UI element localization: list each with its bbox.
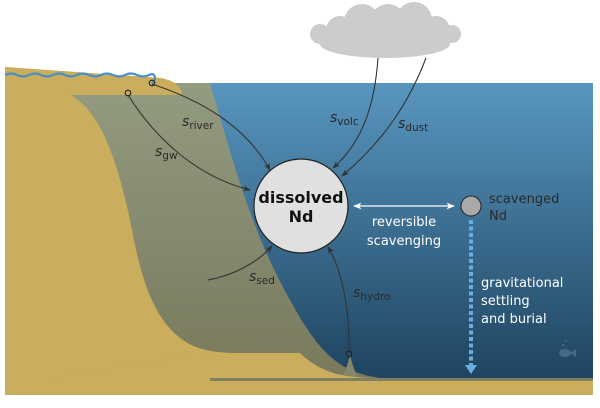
sink-label-line1: gravitational bbox=[481, 276, 563, 291]
sink-label-line2: settling bbox=[481, 294, 530, 309]
hydrothermal-source-point bbox=[345, 350, 353, 358]
groundwater-flux-arrow bbox=[127, 94, 251, 192]
groundwater-source-point bbox=[124, 89, 132, 97]
sediment-flux-label: ssed bbox=[249, 269, 275, 287]
volcanic-flux-label: svolc bbox=[330, 110, 359, 128]
river-flux-label: sriver bbox=[182, 114, 214, 132]
hydrothermal-flux-arrow bbox=[327, 246, 350, 354]
hydrothermal-flux-label: shydro bbox=[353, 285, 390, 303]
settling-arrowhead bbox=[465, 365, 477, 374]
scavenged-nd-label-line1: scavenged bbox=[489, 192, 559, 207]
scavenged-nd-label-line2: Nd bbox=[489, 209, 507, 224]
seafloor-edge bbox=[210, 378, 593, 381]
sediment-flux-arrow bbox=[207, 245, 273, 281]
seafloor bbox=[5, 378, 593, 395]
exchange-label-line2: scavenging bbox=[367, 234, 441, 249]
dissolved-nd-pool bbox=[253, 158, 349, 254]
scavenged-nd-particle bbox=[460, 195, 482, 217]
continent-slope bbox=[5, 95, 215, 385]
hydrothermal-vent bbox=[338, 355, 362, 380]
dust-flux-label: sdust bbox=[398, 116, 428, 134]
cloud-icon bbox=[310, 2, 461, 58]
volcanic-flux-arrow bbox=[332, 57, 379, 169]
river-line bbox=[4, 72, 157, 85]
dissolved-nd-label-line1: dissolved bbox=[258, 188, 343, 207]
dust-flux-arrow bbox=[341, 57, 427, 177]
sink-label-line3: and burial bbox=[481, 312, 547, 327]
river-source-point bbox=[148, 79, 156, 87]
dissolved-nd-label-line2: Nd bbox=[289, 207, 314, 226]
river-flux-arrow bbox=[151, 83, 271, 171]
land-body bbox=[5, 67, 178, 90]
exchange-label-line1: reversible bbox=[372, 215, 436, 230]
fish-icon bbox=[559, 340, 576, 357]
groundwater-flux-label: sgw bbox=[155, 144, 178, 162]
